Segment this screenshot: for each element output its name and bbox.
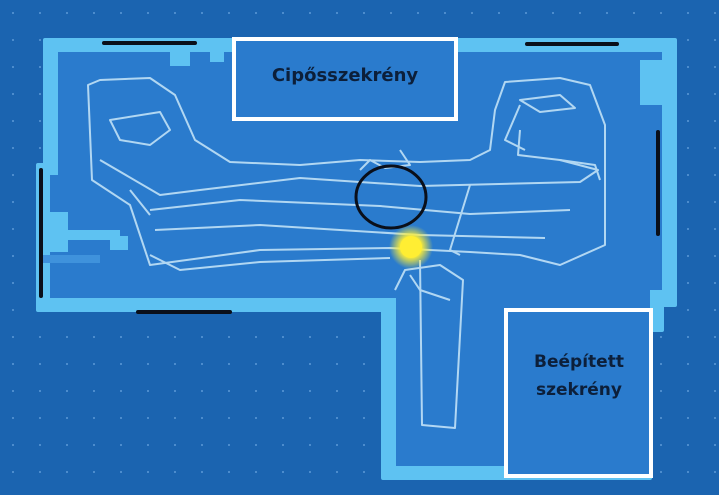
- shoe-cabinet[interactable]: [232, 37, 458, 121]
- built-in-wardrobe[interactable]: [504, 308, 653, 478]
- shoe-cabinet-label: Cipősszekrény: [271, 65, 419, 86]
- door-markers: [39, 41, 660, 314]
- highlight-circle: [354, 164, 428, 230]
- robot-position-dot[interactable]: [400, 236, 422, 258]
- wall-notches: [40, 52, 662, 306]
- built-in-wardrobe-label-line2: szekrény: [536, 380, 622, 400]
- built-in-wardrobe-label: Beépített szekrény: [510, 348, 648, 404]
- built-in-wardrobe-label-line1: Beépített: [534, 352, 624, 372]
